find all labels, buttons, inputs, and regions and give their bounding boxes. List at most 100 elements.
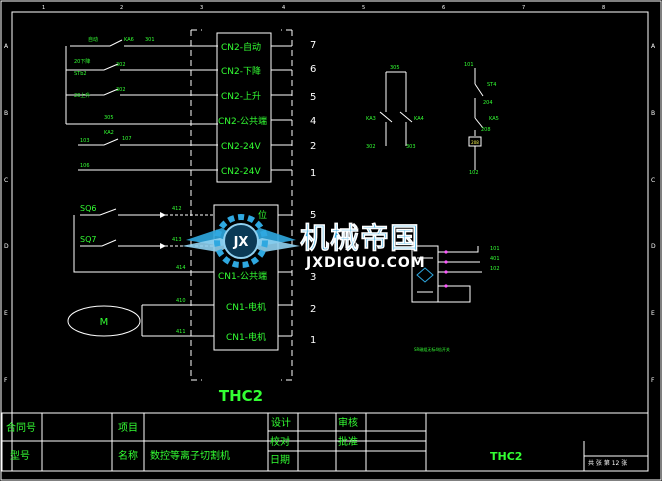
label-st4: ST4 (487, 82, 496, 88)
motor-label: M (100, 317, 109, 328)
col-number: 3 (200, 5, 203, 11)
label-412: 412 (172, 206, 182, 212)
title-drawing: THC2 (490, 450, 522, 463)
col-number: 7 (522, 5, 525, 11)
row-letter: E (4, 310, 8, 317)
label-ka4: KA4 (414, 116, 424, 122)
label-302b: 302 (116, 87, 126, 93)
cn1-terminal: CN1-电机 (226, 301, 266, 313)
relay-labels: 305 KA3 KA4 302 303 101 ST4 204 KA5 208 … (366, 62, 499, 176)
label-sq7: SQ7 (80, 235, 96, 244)
module-label: THC2 (219, 387, 263, 405)
title-review: 审核 (338, 416, 358, 429)
title-date: 日期 (270, 454, 290, 466)
label-305: 305 (104, 115, 114, 121)
cn2-pin: 2 (310, 141, 316, 152)
proximity-switch (411, 245, 482, 303)
cn2-pin: 5 (310, 92, 316, 103)
label-w305: 305 (390, 65, 400, 71)
label-w303: 303 (406, 144, 416, 150)
col-number: 2 (120, 5, 123, 11)
relay-coil-label: 208 (471, 140, 479, 145)
thc2-module (190, 29, 293, 381)
cn2-pin: 1 (310, 168, 316, 179)
title-model: 型号 (10, 449, 30, 462)
label-w102: 102 (469, 170, 479, 176)
title-block-text: 合同号 项目 设计 审核 校对 批准 型号 名称 数控等离子切割机 日期 THC… (6, 416, 522, 466)
cn1-terminal: CN1-公共端 (218, 270, 267, 282)
label-up: 20上升 (74, 92, 90, 99)
cn1-pin: 2 (310, 304, 316, 315)
label-w204: 204 (483, 100, 493, 106)
row-letter: C (651, 177, 655, 184)
row-letter: C (4, 177, 8, 184)
cn2-terminal: CN2-24V (221, 167, 261, 177)
col-number: 5 (362, 5, 365, 11)
row-letter: E (651, 310, 655, 317)
cn1-pins: 5 3 2 1 (310, 210, 316, 346)
cn2-terminal: CN2-下降 (221, 65, 261, 77)
label-302a: 302 (116, 62, 126, 68)
cn2-terminal: CN2-自动 (221, 41, 261, 53)
label-t101: 101 (490, 246, 500, 252)
label-t401: 401 (490, 256, 500, 262)
title-name-label: 名称 (118, 449, 138, 462)
label-ka5: KA5 (489, 116, 499, 122)
title-approve: 批准 (338, 435, 358, 448)
cn1-terminal: 位 (258, 209, 267, 221)
title-contract: 合同号 (6, 421, 36, 434)
label-sq6: SQ6 (80, 204, 96, 213)
row-letter: F (651, 377, 655, 384)
label-auto: 自动 (88, 36, 98, 43)
label-103: 103 (80, 138, 90, 144)
label-414: 414 (176, 265, 186, 271)
cn2-pin: 6 (310, 64, 316, 75)
label-106: 106 (80, 163, 90, 169)
label-switch: STb2 (74, 71, 87, 77)
label-down: 20下降 (74, 58, 90, 65)
label-ka6: KA6 (124, 37, 134, 43)
col-number: 1 (42, 5, 45, 11)
title-sheet: 共 张 第 12 张 (588, 459, 627, 467)
title-proof: 校对 (270, 435, 290, 448)
watermark-logo-letters: JX (233, 235, 249, 250)
column-numbers: 1 2 3 4 5 6 7 8 (42, 5, 605, 11)
label-ka3: KA3 (366, 116, 376, 122)
label-411: 411 (176, 329, 186, 335)
title-block-grid (1, 412, 649, 472)
label-ka2: KA2 (104, 130, 114, 136)
label-w302: 302 (366, 144, 376, 150)
cn2-pin: 7 (310, 40, 316, 51)
label-413: 413 (172, 237, 182, 243)
cn1-pin: 1 (310, 335, 316, 346)
cn2-terminals: CN2-自动 CN2-下降 CN2-上升 CN2-公共端 CN2-24V CN2… (218, 41, 267, 177)
row-letters: A B C D E F A B C D E F (4, 43, 656, 384)
title-name-value: 数控等离子切割机 (150, 449, 230, 462)
row-letter: D (651, 243, 656, 250)
motor-symbol (67, 305, 141, 337)
col-number: 8 (602, 5, 605, 11)
row-letter: F (4, 377, 8, 384)
cn1-terminal: CN1-电机 (226, 331, 266, 343)
arrows (160, 212, 166, 249)
cn1-terminals: 位 CN1-公共端 CN1-电机 CN1-电机 (218, 209, 267, 343)
watermark-cn: 机械帝国 (300, 221, 420, 255)
relay-contacts (379, 68, 484, 170)
cn2-terminal: CN2-公共端 (218, 115, 267, 127)
switch-note: SR磁组无标4倍开关 (414, 346, 450, 352)
cn2-pins: 7 6 5 4 2 1 (310, 40, 316, 179)
cn2-terminal: CN2-24V (221, 142, 261, 152)
cn2-pin: 4 (310, 116, 316, 127)
col-number: 4 (282, 5, 285, 11)
cn1-pin: 3 (310, 272, 316, 283)
left-labels: 自动 KA6 301 20下降 STb2 302 20上升 302 305 KA… (74, 36, 186, 335)
sq-labels: SQ6 SQ7 (80, 204, 96, 244)
label-w101: 101 (464, 62, 474, 68)
row-letter: D (4, 243, 9, 250)
watermark-en: JXDIGUO.COM (305, 255, 426, 271)
label-w208: 208 (481, 127, 491, 133)
cn1-pin: 5 (310, 210, 316, 221)
